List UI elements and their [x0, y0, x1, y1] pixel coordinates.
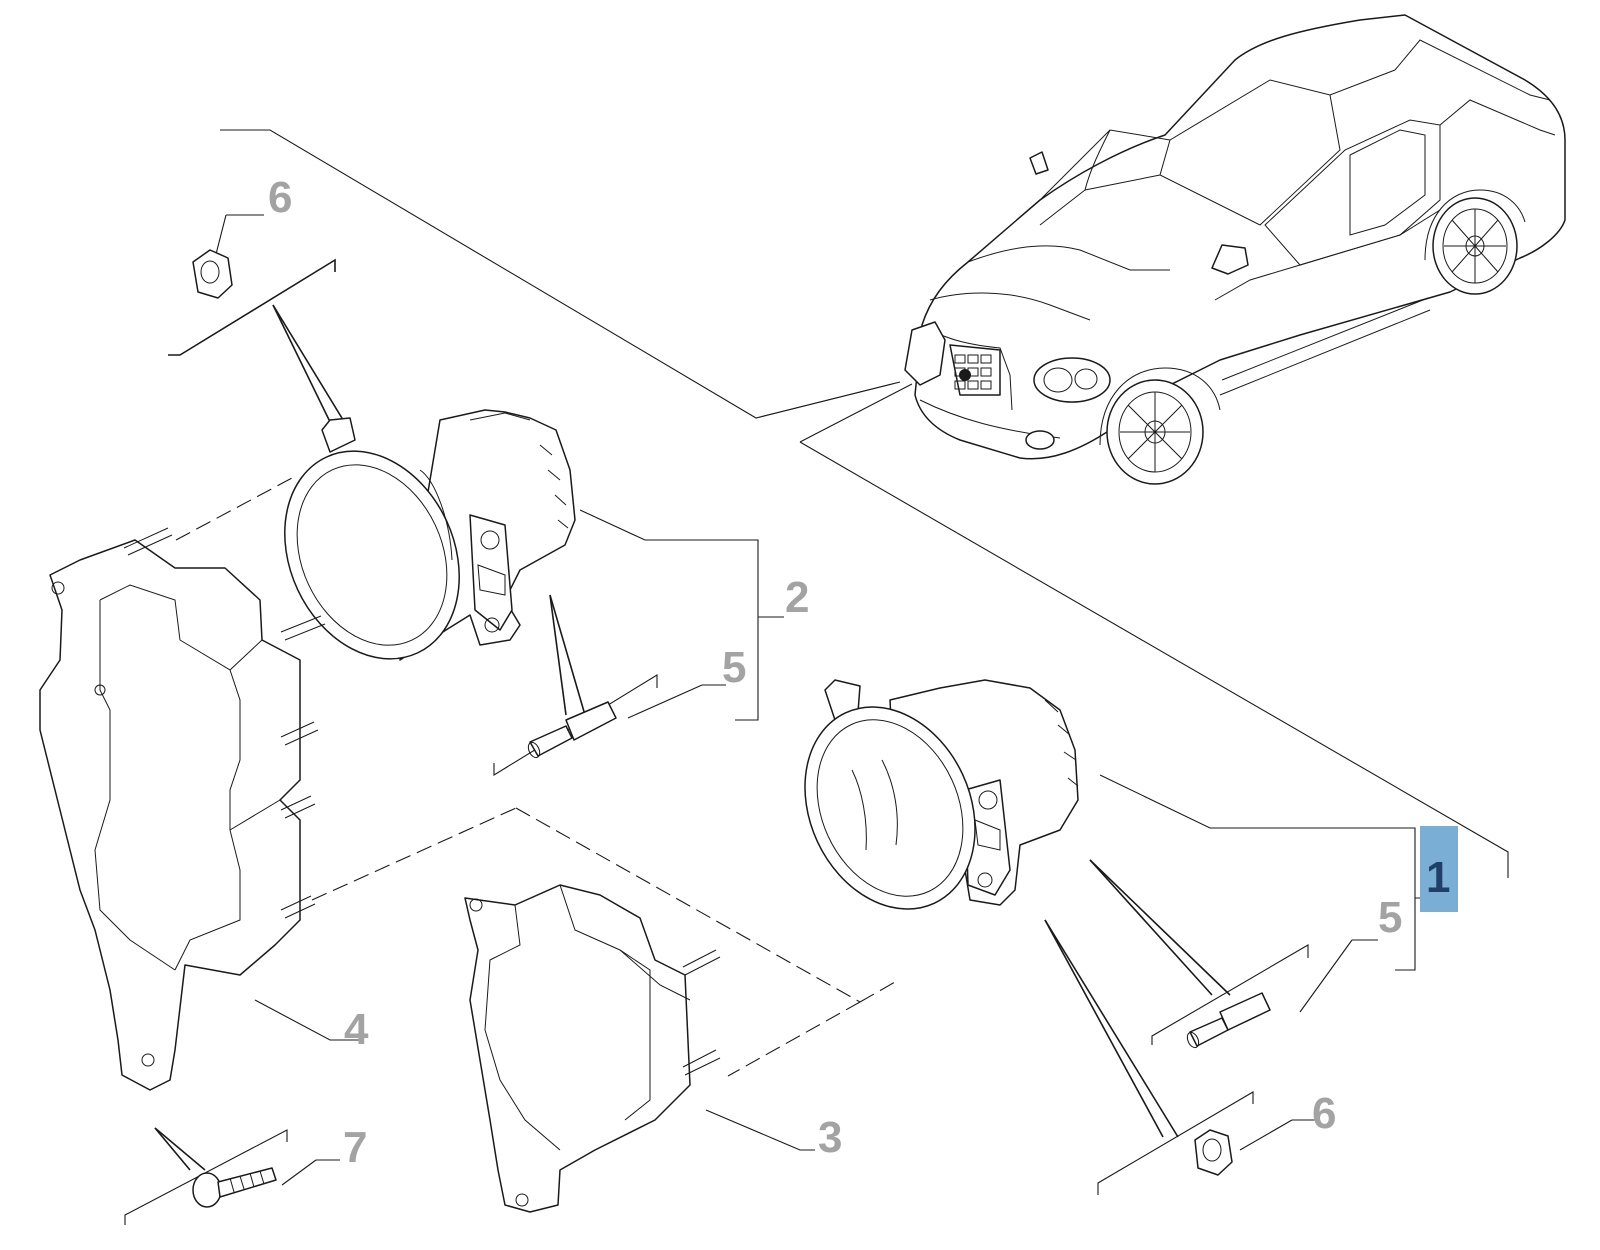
bracket-part-4	[39, 527, 326, 1091]
callout-5-right: 5	[1378, 893, 1402, 942]
assembly-leader-lines	[124, 129, 1509, 1225]
callout-1-highlight	[1420, 826, 1458, 912]
bulb-part-5-left	[527, 701, 617, 759]
callout-6-top: 6	[268, 173, 292, 222]
bulb-part-5-right	[1186, 992, 1271, 1049]
screw-part-7	[192, 1167, 277, 1208]
fog-lamp-left	[284, 409, 576, 661]
clip-part-6-right	[1194, 1129, 1233, 1176]
callout-6-right: 6	[1312, 1089, 1336, 1138]
callout-4: 4	[344, 1005, 369, 1054]
callout-7: 7	[343, 1123, 367, 1172]
vehicle-illustration	[904, 14, 1566, 485]
fog-lamp-right	[804, 679, 1079, 910]
callout-2: 2	[785, 573, 809, 622]
bracket-part-3	[464, 884, 721, 1213]
callout-3: 3	[818, 1113, 842, 1162]
clip-part-6-top	[192, 249, 233, 299]
callout-5-left: 5	[722, 643, 746, 692]
callout-1[interactable]: 1	[1426, 853, 1450, 902]
